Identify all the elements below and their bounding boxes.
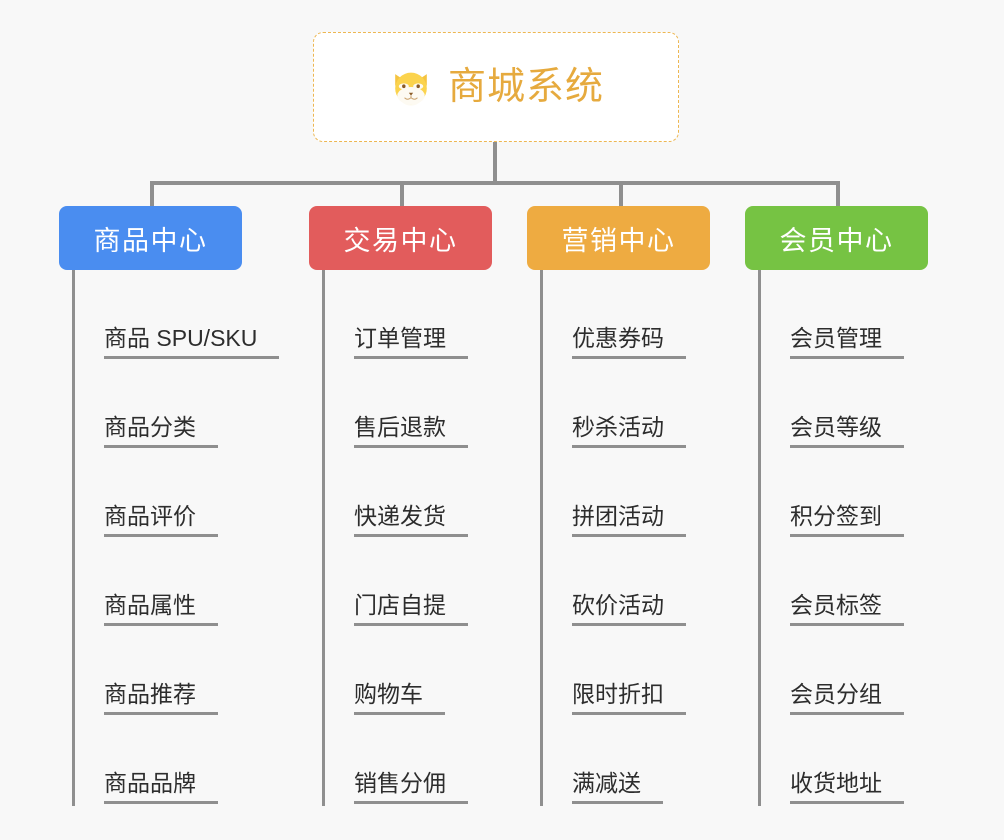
- root-title: 商城系统: [447, 66, 604, 108]
- branch-header-label-1: 商品中心: [93, 225, 208, 256]
- leaf-item[interactable]: 快递发货: [309, 448, 559, 537]
- branch-trunk-3: [540, 270, 543, 806]
- leaf-item[interactable]: 拼团活动: [527, 448, 777, 537]
- leaf-item[interactable]: 商品 SPU/SKU: [59, 270, 309, 359]
- branch-column-4: 会员中心 会员管理 会员等级 积分签到 会员标签 会员分组 收货地址: [745, 206, 995, 806]
- leaf-item[interactable]: 收货地址: [745, 715, 995, 804]
- leaf-item[interactable]: 砍价活动: [527, 537, 777, 626]
- branch-header-3[interactable]: 营销中心: [527, 206, 710, 270]
- branch-header-label-4: 会员中心: [779, 225, 894, 256]
- leaf-label: 商品推荐: [104, 681, 218, 715]
- connector-horizontal-bar: [150, 181, 840, 185]
- branch-header-4[interactable]: 会员中心: [745, 206, 928, 270]
- branch-trunk-4: [758, 270, 761, 806]
- shiba-dog-face-icon: [388, 64, 434, 110]
- branch-header-1[interactable]: 商品中心: [59, 206, 242, 270]
- leaf-item[interactable]: 会员等级: [745, 359, 995, 448]
- leaf-item[interactable]: 秒杀活动: [527, 359, 777, 448]
- leaf-list-3: 优惠券码 秒杀活动 拼团活动 砍价活动 限时折扣 满减送: [527, 270, 777, 804]
- branch-trunk-1: [72, 270, 75, 806]
- leaf-label: 商品属性: [104, 592, 218, 626]
- leaf-label: 销售分佣: [354, 770, 468, 804]
- branch-header-label-2: 交易中心: [343, 225, 458, 256]
- leaf-item[interactable]: 订单管理: [309, 270, 559, 359]
- leaf-label: 购物车: [354, 681, 445, 715]
- leaf-item[interactable]: 商品品牌: [59, 715, 309, 804]
- leaf-list-4: 会员管理 会员等级 积分签到 会员标签 会员分组 收货地址: [745, 270, 995, 804]
- leaf-item[interactable]: 销售分佣: [309, 715, 559, 804]
- leaf-label: 会员管理: [790, 325, 904, 359]
- leaf-item[interactable]: 会员分组: [745, 626, 995, 715]
- leaf-label: 快递发货: [354, 503, 468, 537]
- connector-drop-4: [836, 181, 840, 208]
- leaf-label: 满减送: [572, 770, 663, 804]
- branch-header-label-3: 营销中心: [561, 225, 676, 256]
- leaf-label: 秒杀活动: [572, 414, 686, 448]
- leaf-list-1: 商品 SPU/SKU 商品分类 商品评价 商品属性 商品推荐 商品品牌: [59, 270, 309, 804]
- leaf-item[interactable]: 积分签到: [745, 448, 995, 537]
- leaf-label: 门店自提: [354, 592, 468, 626]
- leaf-label: 售后退款: [354, 414, 468, 448]
- leaf-item[interactable]: 会员管理: [745, 270, 995, 359]
- leaf-item[interactable]: 门店自提: [309, 537, 559, 626]
- leaf-label: 商品 SPU/SKU: [104, 325, 280, 359]
- leaf-label: 会员等级: [790, 414, 904, 448]
- root-node[interactable]: 商城系统: [313, 32, 679, 142]
- leaf-item[interactable]: 购物车: [309, 626, 559, 715]
- branch-column-1: 商品中心 商品 SPU/SKU 商品分类 商品评价 商品属性 商品推荐 商品品牌: [59, 206, 309, 806]
- leaf-item[interactable]: 商品分类: [59, 359, 309, 448]
- leaf-label: 会员标签: [790, 592, 904, 626]
- leaf-label: 积分签到: [790, 503, 904, 537]
- leaf-item[interactable]: 优惠券码: [527, 270, 777, 359]
- branch-column-2: 交易中心 订单管理 售后退款 快递发货 门店自提 购物车 销售分佣: [309, 206, 559, 806]
- leaf-item[interactable]: 商品评价: [59, 448, 309, 537]
- leaf-list-2: 订单管理 售后退款 快递发货 门店自提 购物车 销售分佣: [309, 270, 559, 804]
- leaf-label: 优惠券码: [572, 325, 686, 359]
- leaf-label: 商品品牌: [104, 770, 218, 804]
- leaf-label: 订单管理: [354, 325, 468, 359]
- branch-header-2[interactable]: 交易中心: [309, 206, 492, 270]
- leaf-label: 会员分组: [790, 681, 904, 715]
- leaf-item[interactable]: 商品推荐: [59, 626, 309, 715]
- leaf-label: 拼团活动: [572, 503, 686, 537]
- leaf-label: 商品评价: [104, 503, 218, 537]
- connector-drop-1: [150, 181, 154, 208]
- leaf-item[interactable]: 售后退款: [309, 359, 559, 448]
- leaf-label: 砍价活动: [572, 592, 686, 626]
- connector-drop-2: [400, 181, 404, 208]
- branch-column-3: 营销中心 优惠券码 秒杀活动 拼团活动 砍价活动 限时折扣 满减送: [527, 206, 777, 806]
- connector-drop-3: [619, 181, 623, 208]
- leaf-item[interactable]: 商品属性: [59, 537, 309, 626]
- leaf-label: 商品分类: [104, 414, 218, 448]
- connector-root-stem: [493, 142, 497, 185]
- leaf-label: 限时折扣: [572, 681, 686, 715]
- leaf-item[interactable]: 会员标签: [745, 537, 995, 626]
- branch-trunk-2: [322, 270, 325, 806]
- leaf-item[interactable]: 满减送: [527, 715, 777, 804]
- leaf-item[interactable]: 限时折扣: [527, 626, 777, 715]
- leaf-label: 收货地址: [790, 770, 904, 804]
